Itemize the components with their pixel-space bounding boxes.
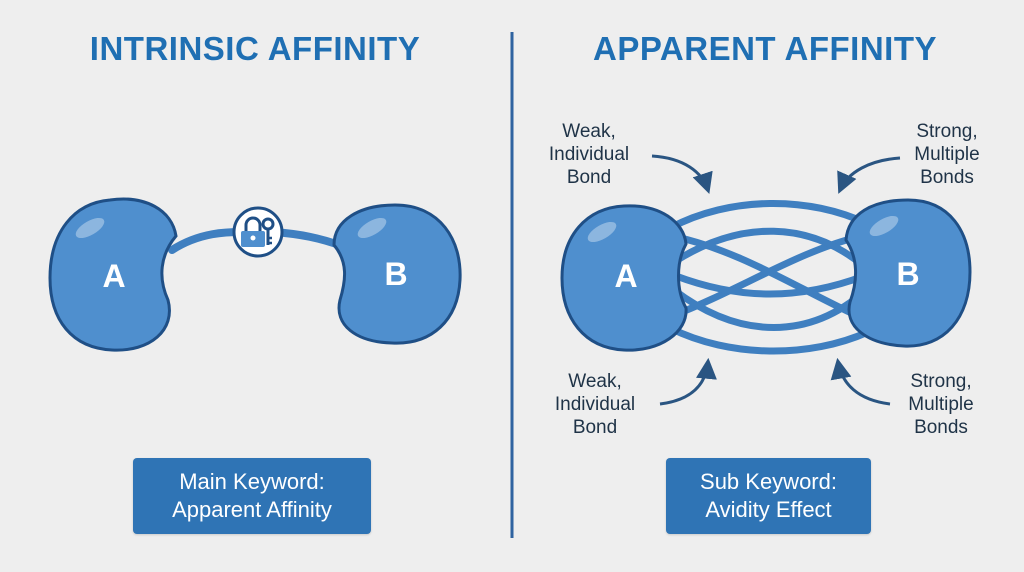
callout-line: Bonds	[920, 167, 974, 188]
arrow-bottom-left	[659, 357, 717, 406]
protein-b-left: B	[332, 203, 462, 345]
callout-line: Multiple	[914, 144, 980, 165]
callout-line: Bond	[572, 417, 618, 438]
callout-bottom-right: Strong, Multiple Bonds	[876, 370, 1006, 439]
main-keyword-box: Main Keyword: Apparent Affinity	[133, 458, 371, 534]
arrow-top-right	[837, 156, 901, 194]
sub-keyword-value: Avidity Effect	[705, 497, 832, 522]
protein-a-left: A	[48, 197, 178, 352]
arrow-top-left	[651, 154, 713, 194]
callout-line: Weak,	[568, 371, 622, 392]
multiple-bonds	[666, 200, 872, 355]
main-keyword-value: Apparent Affinity	[172, 497, 332, 522]
callout-line: Bonds	[914, 417, 968, 438]
protein-a-label: A	[102, 258, 125, 294]
sub-keyword-label: Sub Keyword:	[700, 469, 837, 494]
protein-b-label: B	[384, 256, 407, 292]
arrow-bottom-right	[830, 357, 891, 406]
main-keyword-label: Main Keyword:	[179, 469, 325, 494]
callout-line: Individual	[548, 144, 630, 165]
callout-line: Bond	[566, 167, 612, 188]
sub-keyword-box: Sub Keyword: Avidity Effect	[666, 458, 871, 534]
callout-line: Individual	[554, 394, 636, 415]
callout-line: Strong,	[910, 371, 972, 392]
protein-b-right: B	[844, 198, 972, 348]
protein-b-label: B	[896, 256, 919, 292]
protein-a-right: A	[560, 204, 688, 352]
callout-line: Strong,	[916, 121, 978, 142]
protein-a-label: A	[614, 258, 637, 294]
callout-top-left: Weak, Individual Bond	[524, 120, 654, 189]
callout-bottom-left: Weak, Individual Bond	[530, 370, 660, 439]
left-panel-title: INTRINSIC AFFINITY	[89, 30, 421, 67]
lock-and-key-icon	[232, 206, 284, 258]
callout-arrows	[651, 154, 901, 406]
right-panel-title: APPARENT AFFINITY	[593, 30, 937, 67]
right-diagram: A B	[560, 154, 972, 406]
callout-top-right: Strong, Multiple Bonds	[882, 120, 1012, 189]
callout-line: Multiple	[908, 394, 974, 415]
callout-line: Weak,	[562, 121, 616, 142]
left-diagram: A B	[48, 197, 462, 352]
